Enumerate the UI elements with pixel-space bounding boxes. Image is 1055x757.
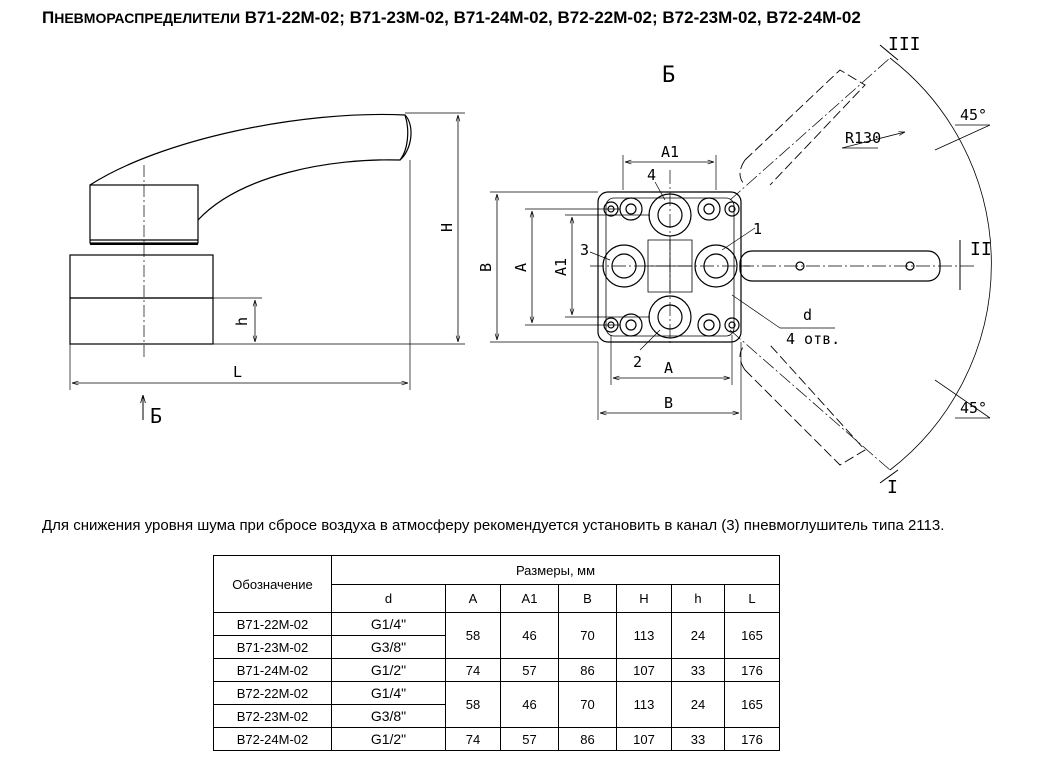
value-cell: 107 — [616, 727, 672, 751]
view-arrow-label: Б — [150, 404, 162, 428]
dim-A1-top: A1 — [661, 143, 679, 161]
designation-cell: В72-22М-02 — [213, 681, 332, 705]
value-cell: 70 — [558, 681, 617, 728]
dim-A-left: A — [512, 263, 530, 272]
column-header: A1 — [500, 584, 559, 613]
column-header: H — [616, 584, 672, 613]
position-II: II — [970, 239, 992, 260]
title-caps: НЕВМОРАСПРЕДЕЛИТЕЛИ — [54, 10, 241, 26]
port-3-label: 3 — [580, 241, 589, 259]
value-cell: 33 — [671, 727, 725, 751]
dim-h: h — [233, 317, 251, 326]
value-cell: 165 — [724, 612, 780, 659]
designation-cell: В72-23М-02 — [213, 704, 332, 728]
dimensions-table: Обозначение Размеры, мм d A A1 B H h L В… — [213, 555, 780, 751]
value-cell: 86 — [558, 727, 617, 751]
dim-H: H — [438, 223, 456, 232]
thread-cell: G1/4" — [331, 612, 446, 636]
value-cell: 165 — [724, 681, 780, 728]
dim-L: L — [233, 363, 242, 381]
designation-cell: В71-22М-02 — [213, 612, 332, 636]
value-cell: 46 — [500, 612, 559, 659]
title-models: В71-22М-02; В71-23М-02, В71-24М-02, В72-… — [244, 8, 861, 27]
position-III: III — [888, 34, 921, 55]
value-cell: 58 — [445, 681, 501, 728]
noise-note: Для снижения уровня шума при сбросе возд… — [42, 517, 945, 534]
title-first-letter: П — [42, 8, 55, 27]
value-cell: 70 — [558, 612, 617, 659]
value-cell: 57 — [500, 658, 559, 682]
thread-cell: G1/2" — [331, 658, 446, 682]
table-row: В72-24М-02 G1/2" 74 57 86 107 33 176 — [213, 727, 780, 751]
position-I: I — [887, 477, 898, 498]
dim-B-bottom: B — [664, 394, 673, 412]
technical-drawing: Б Б H h L A1 B A A1 A B d 4 отв. R130 45… — [69, 34, 992, 498]
value-cell: 46 — [500, 681, 559, 728]
dim-A-bottom: A — [664, 359, 673, 377]
angle-bottom: 45° — [960, 399, 987, 417]
table-row: В71-24М-02 G1/2" 74 57 86 107 33 176 — [213, 658, 780, 682]
value-cell: 24 — [671, 681, 725, 728]
value-cell: 74 — [445, 727, 501, 751]
top-view — [490, 44, 992, 484]
side-view — [69, 112, 465, 420]
thread-cell: G1/4" — [331, 681, 446, 705]
dim-holes: 4 отв. — [786, 330, 840, 348]
port-2-label: 2 — [633, 353, 642, 371]
dim-d: d — [803, 306, 812, 324]
value-cell: 107 — [616, 658, 672, 682]
column-header: d — [331, 584, 446, 613]
value-cell: 176 — [724, 727, 780, 751]
column-header: h — [671, 584, 725, 613]
value-cell: 74 — [445, 658, 501, 682]
table-row: В71-23М-02 G3/8" — [213, 635, 780, 659]
designation-cell: В71-24М-02 — [213, 658, 332, 682]
view-label: Б — [662, 63, 675, 88]
value-cell: 24 — [671, 612, 725, 659]
table-row: В71-22М-02 G1/4" 58 46 70 113 24 165 — [213, 612, 780, 659]
column-header: L — [724, 584, 780, 613]
angle-top: 45° — [960, 106, 987, 124]
value-cell: 58 — [445, 612, 501, 659]
designation-cell: В71-23М-02 — [213, 635, 332, 659]
value-cell: 113 — [616, 612, 672, 659]
header-sizes: Размеры, мм — [331, 555, 780, 585]
dim-B-left: B — [477, 263, 495, 272]
designation-cell: В72-24М-02 — [213, 727, 332, 751]
header-designation: Обозначение — [213, 555, 332, 613]
value-cell: 57 — [500, 727, 559, 751]
value-cell: 176 — [724, 658, 780, 682]
dim-radius: R130 — [845, 129, 881, 147]
column-header: B — [558, 584, 617, 613]
dim-A1-left: A1 — [552, 258, 570, 276]
value-cell: 33 — [671, 658, 725, 682]
value-cell: 113 — [616, 681, 672, 728]
thread-cell: G1/2" — [331, 727, 446, 751]
thread-cell: G3/8" — [331, 635, 446, 659]
port-1-label: 1 — [753, 220, 762, 238]
port-4-label: 4 — [647, 166, 656, 184]
column-header: A — [445, 584, 501, 613]
thread-cell: G3/8" — [331, 704, 446, 728]
value-cell: 86 — [558, 658, 617, 682]
page-title: ПНЕВМОРАСПРЕДЕЛИТЕЛИ В71-22М-02; В71-23М… — [42, 8, 861, 28]
table-row: В72-22М-02 G1/4" 58 46 70 113 24 165 — [213, 681, 780, 728]
